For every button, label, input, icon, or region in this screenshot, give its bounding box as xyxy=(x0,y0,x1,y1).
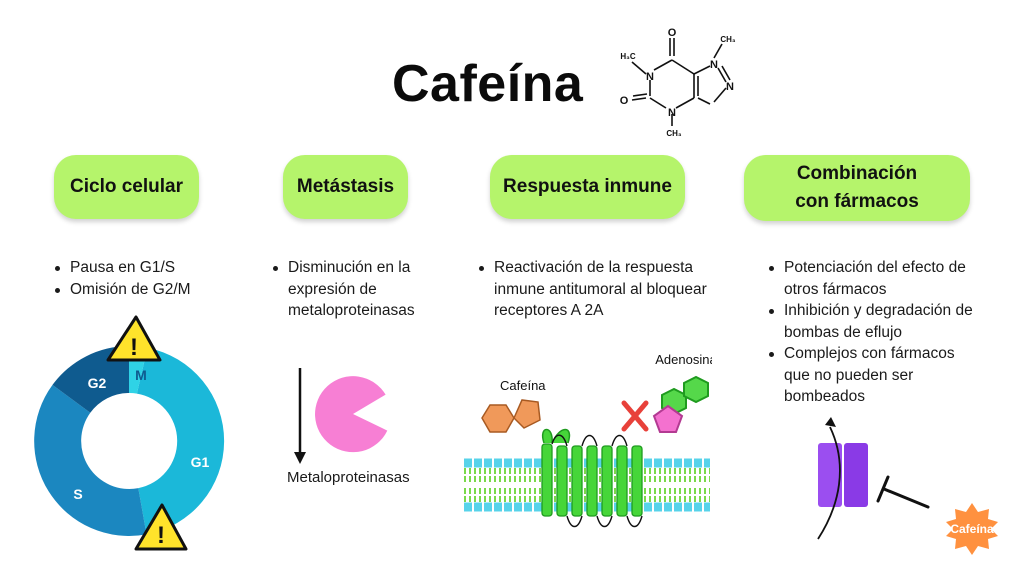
cell-cycle-list: Pausa en G1/S Omisión de G2/M xyxy=(52,257,242,300)
heading-metastasis: Metástasis xyxy=(283,155,408,219)
phase-g1-segment xyxy=(136,347,225,535)
adenosine-molecule-icon xyxy=(652,375,709,433)
efflux-arrow-icon xyxy=(817,426,841,540)
svg-text:!: ! xyxy=(157,522,165,549)
phase-g1-label: G1 xyxy=(191,454,210,470)
list-item: Pausa en G1/S xyxy=(52,257,242,279)
page-title: Cafeína xyxy=(392,55,584,113)
efflux-pump-graphic: Cafeína xyxy=(817,417,998,555)
svg-text:!: ! xyxy=(130,334,138,361)
adenosine-label: Adenosina xyxy=(655,352,712,367)
caffeine-badge-label: Cafeína xyxy=(950,522,994,536)
caffeine-badge-icon xyxy=(946,503,998,555)
phase-s-segment xyxy=(34,384,147,536)
methyl-bottom-label: CH₃ xyxy=(666,129,682,138)
caffeine-molecule: O O N N N N H₃C CH₃ CH₃ xyxy=(620,28,736,138)
nitrogen-7-label: N xyxy=(710,59,718,71)
warning-icon: ! xyxy=(134,503,188,551)
heading-drug-combination: Combinación con fármacos xyxy=(744,155,970,221)
methyl-top-label: CH₃ xyxy=(720,35,736,44)
caffeine-label: Cafeína xyxy=(500,378,546,393)
inhibition-icon xyxy=(876,475,930,509)
metalloproteinase-label: Metaloproteinasas xyxy=(287,469,410,486)
phase-g2-label: G2 xyxy=(88,375,107,391)
immune-response-list: Reactivación de la respuesta inmune anti… xyxy=(476,257,716,322)
phase-m-label: M xyxy=(135,367,147,383)
immune-response-graphic: Cafeína Adenosina xyxy=(464,352,712,528)
phase-s-label: S xyxy=(73,486,82,502)
oxygen-bottom-label: O xyxy=(620,95,629,107)
warning-icon: ! xyxy=(106,315,162,362)
list-item: Disminución en la expresión de metalopro… xyxy=(270,257,438,322)
list-item: Reactivación de la respuesta inmune anti… xyxy=(476,257,716,322)
pacman-icon xyxy=(315,376,388,453)
methyl-left-label: H₃C xyxy=(620,52,635,61)
nitrogen-1-label: N xyxy=(646,71,654,83)
metastasis-list: Disminución en la expresión de metalopro… xyxy=(270,257,438,322)
heading-immune-response: Respuesta inmune xyxy=(490,155,685,219)
oxygen-top-label: O xyxy=(668,28,677,39)
cell-cycle-donut: G1 S G2 M ! ! xyxy=(34,315,225,551)
nitrogen-3-label: N xyxy=(668,107,676,119)
list-item: Potenciación del efecto de otros fármaco… xyxy=(766,257,976,300)
metastasis-graphic xyxy=(294,368,388,464)
phase-g2-segment xyxy=(52,346,129,413)
a2a-receptor xyxy=(541,428,643,528)
caffeine-molecule-icon xyxy=(481,399,541,433)
block-icon xyxy=(621,400,649,432)
list-item: Omisión de G2/M xyxy=(52,279,242,301)
heading-cell-cycle: Ciclo celular xyxy=(54,155,199,219)
list-item: Inhibición y degradación de bombas de ef… xyxy=(766,300,976,343)
nitrogen-9-label: N xyxy=(726,81,734,93)
down-arrow-icon xyxy=(294,368,306,464)
drug-combination-list: Potenciación del efecto de otros fármaco… xyxy=(766,257,976,408)
efflux-pump-icon xyxy=(818,443,868,507)
list-item: Complejos con fármacos que no pueden ser… xyxy=(766,343,976,408)
